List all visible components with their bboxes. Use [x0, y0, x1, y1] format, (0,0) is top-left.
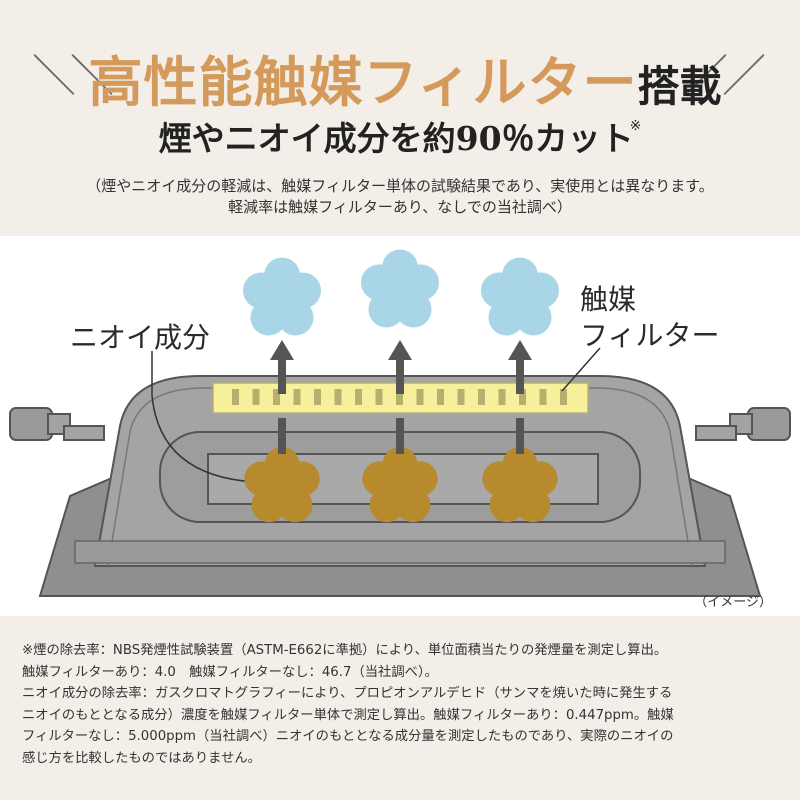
right-knob	[695, 407, 791, 441]
footnotes: ※煙の除去率：NBS発煙性試験装置（ASTM-E662に準拠）により、単位面積当…	[22, 640, 792, 769]
filter-label: 触媒 フィルター	[580, 283, 720, 352]
airflow-column	[243, 257, 321, 523]
footnote-line: ※煙の除去率：NBS発煙性試験装置（ASTM-E662に準拠）により、単位面積当…	[22, 643, 668, 658]
subtitle-text: 煙やニオイ成分を約90％カット	[158, 119, 634, 158]
filter-slot	[498, 389, 506, 405]
clean-air-cloud	[361, 249, 439, 328]
decorative-slashes-right: ／／	[684, 51, 766, 102]
clean-air-cloud	[481, 257, 559, 336]
subtitle: 煙やニオイ成分を約90％カット※	[0, 112, 800, 160]
filter-slot	[273, 389, 280, 405]
filter-diagram: ニオイ成分 触媒 フィルター （イメージ）	[0, 236, 800, 616]
filter-slot	[396, 389, 403, 405]
arrow-head	[388, 340, 412, 360]
footnote-line: 感じ方を比較したものではありません。	[22, 750, 261, 766]
footnote-line: 触媒フィルターあり：4.0 触媒フィルターなし：46.7（当社調べ）。	[22, 664, 438, 680]
clean-air-cloud	[243, 257, 321, 336]
filter-slot	[293, 389, 301, 405]
decorative-slashes-left: ＼＼	[32, 51, 114, 102]
footnote-line: ニオイ成分の除去率：ガスクロマトグラフィーにより、プロピオンアルデヒド（サンマを…	[22, 686, 673, 701]
arrow-shaft	[516, 356, 524, 394]
footnote-line: ニオイのもととなる成分）濃度を触媒フィルター単体で測定し算出。触媒フィルターあり…	[22, 707, 674, 723]
subtitle-footnote-mark: ※	[629, 118, 642, 134]
arrow-head	[508, 340, 532, 360]
title-tail: 搭載	[637, 62, 722, 111]
airflow-column	[481, 257, 559, 523]
arrow-shaft	[396, 418, 404, 454]
arrow-shaft	[396, 356, 404, 394]
filter-slot	[232, 389, 239, 405]
footnote-line: フィルターなし：5.000ppm（当社調べ）ニオイのもととなる成分量を測定したも…	[22, 729, 674, 744]
filter-slot	[539, 389, 547, 405]
disclaimer-line-1: （煙やニオイ成分の軽減は、触媒フィルター単体の試験結果であり、実使用とは異なりま…	[86, 177, 714, 195]
catalyst-filter	[212, 382, 589, 414]
filter-slot	[355, 389, 362, 405]
arrow-shaft	[278, 356, 286, 394]
arrow-shaft	[516, 418, 524, 454]
arrow-shaft	[278, 418, 286, 454]
filter-slot	[314, 389, 321, 405]
filter-slot	[437, 389, 444, 405]
title-accent: 高性能触媒フィルター	[88, 50, 638, 114]
filter-slot	[252, 389, 260, 405]
header: ＼＼ ／／ 高性能触媒フィルター搭載 煙やニオイ成分を約90％カット※ （煙やニ…	[0, 0, 800, 236]
image-note: （イメージ）	[694, 595, 772, 610]
filter-slot	[334, 389, 342, 405]
grill-illustration	[9, 249, 791, 597]
arrow-head	[270, 340, 294, 360]
filter-slot	[560, 389, 567, 405]
filter-slot	[375, 389, 383, 405]
filter-slot	[457, 389, 465, 405]
airflow-column	[361, 249, 439, 523]
filter-slot	[478, 389, 485, 405]
disclaimer: （煙やニオイ成分の軽減は、触媒フィルター単体の試験結果であり、実使用とは異なりま…	[0, 176, 800, 218]
filter-slot	[416, 389, 424, 405]
filter-slot	[519, 389, 526, 405]
left-knob	[9, 407, 105, 441]
page-title: 高性能触媒フィルター搭載	[80, 38, 730, 117]
disclaimer-line-2: 軽減率は触媒フィルターあり、なしでの当社調べ）	[228, 198, 572, 216]
odor-label: ニオイ成分	[70, 321, 211, 354]
